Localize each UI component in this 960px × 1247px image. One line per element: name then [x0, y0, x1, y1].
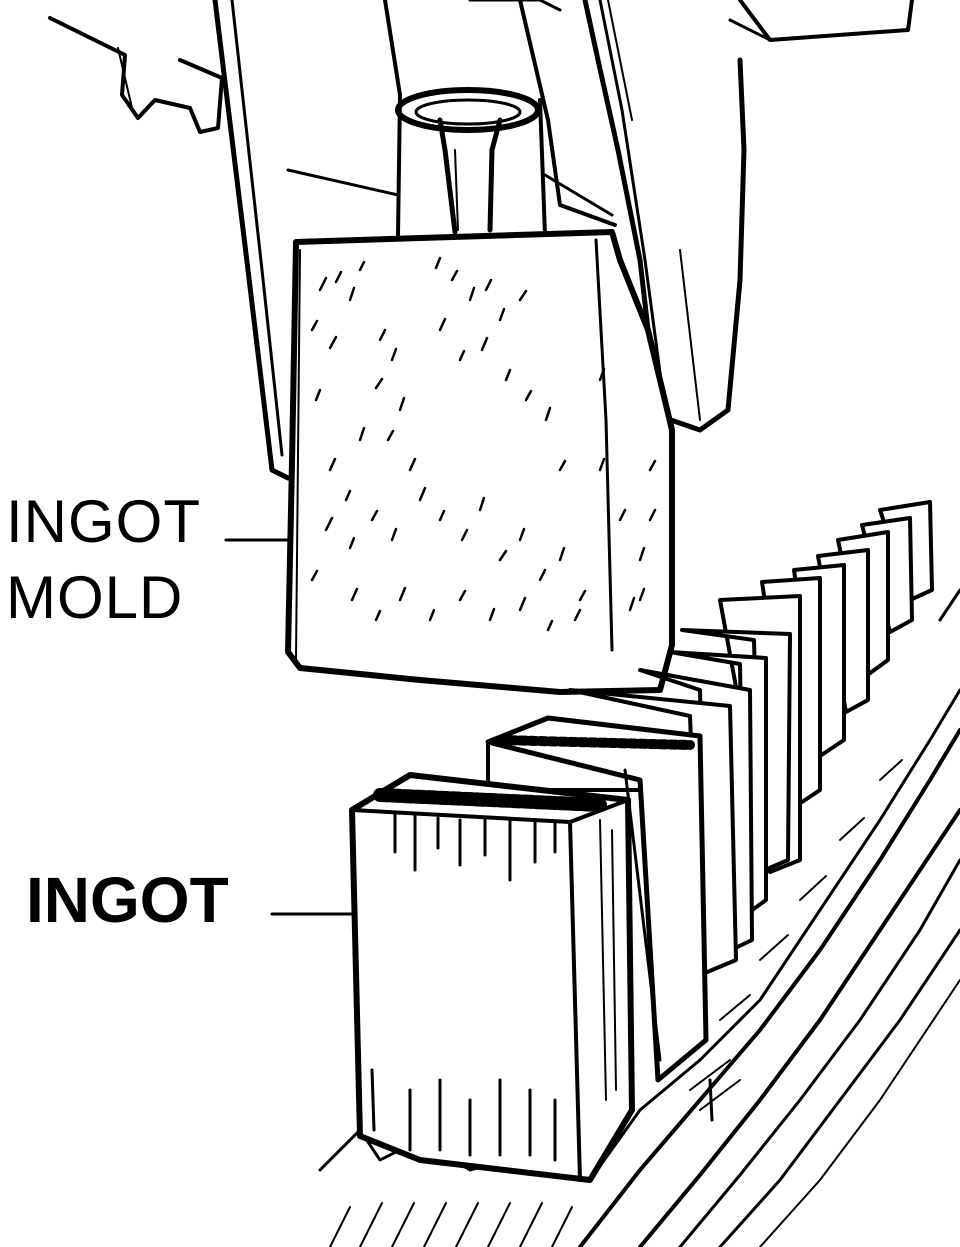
ingot-label: INGOT	[26, 864, 229, 936]
ingot-mold-label-line1: INGOT	[6, 488, 201, 555]
ingot-row	[349, 500, 934, 1183]
ingot-mold-drawing	[285, 229, 675, 695]
ingot-front	[349, 772, 635, 1183]
ingot-mold-label-line2: MOLD	[6, 564, 184, 631]
crane-apparatus	[48, 0, 914, 481]
rail-track	[318, 588, 960, 1247]
